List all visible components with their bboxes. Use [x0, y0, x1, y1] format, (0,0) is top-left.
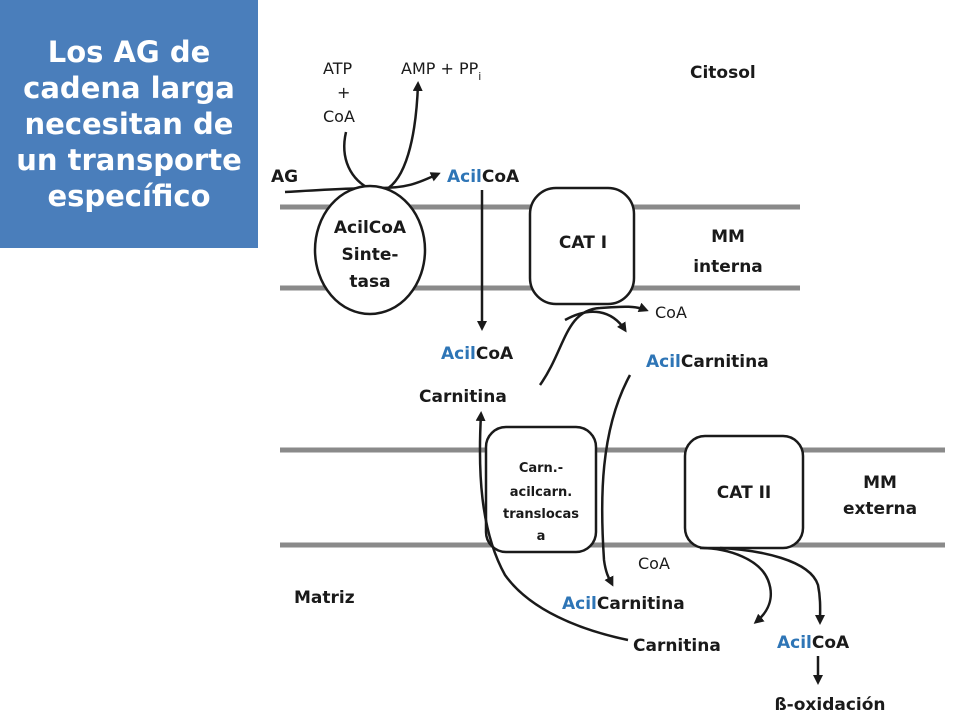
plus-label: + [337, 83, 350, 102]
synthetase-label-2: Sinte- [342, 245, 399, 265]
carnitina-outward-arrow [475, 411, 629, 642]
mm-externa-label-2: externa [843, 499, 917, 519]
cat1-coa-arrow [538, 302, 649, 386]
cat1-acilcarnitina-arrow [564, 310, 627, 333]
coa-top-label: CoA [323, 107, 355, 126]
matriz-label: Matriz [294, 588, 355, 608]
mm-interna-label-1: MM [711, 227, 745, 247]
acilcoa-bottom-label: AcilCoA [777, 633, 850, 653]
title-text: Los AG de cadena larga necesitan de un t… [16, 34, 242, 214]
title-line: necesitan de [24, 107, 234, 141]
translocase-label-4: a [537, 529, 546, 544]
title-box: Los AG de cadena larga necesitan de un t… [0, 0, 258, 248]
acilcoa-mid-label: AcilCoA [441, 344, 514, 364]
synthetase-label-3: tasa [349, 272, 390, 292]
translocase-label-2: acilcarn. [510, 485, 572, 500]
synthetase-label-1: AcilCoA [334, 218, 407, 238]
beta-oxidation-label: ß-oxidación [774, 695, 885, 715]
cat2-carnitina-arrow [699, 546, 773, 624]
title-line: específico [47, 179, 211, 213]
carnitina-mid-label: Carnitina [419, 387, 507, 407]
translocase-label-3: translocas [503, 507, 579, 522]
citosol-label: Citosol [690, 63, 756, 83]
acilcarnitina-bottom-label: AcilCarnitina [562, 594, 685, 614]
mm-interna-label-2: interna [693, 257, 763, 277]
mm-externa-label-1: MM [863, 473, 897, 493]
carnitina-bottom-label: Carnitina [633, 636, 721, 656]
atp-coa-input-curve [343, 131, 373, 192]
acilcarnitina-mid-label: AcilCarnitina [646, 352, 769, 372]
acilcarnitina-inward-arrow [600, 374, 632, 587]
atp-label: ATP [323, 59, 352, 78]
title-line: Los AG de [47, 35, 211, 69]
acilcoa-top-label: AcilCoA [447, 167, 520, 187]
translocase-label-1: Carn.- [519, 461, 563, 476]
cat2-enzyme [683, 434, 805, 550]
acilcoa-synthetase [313, 184, 427, 316]
coa-cat2-label: CoA [638, 554, 670, 573]
cat1-enzyme [528, 186, 636, 306]
cat2-label: CAT II [717, 483, 771, 503]
cat2-acilcoa-arrow [719, 546, 826, 625]
cat1-label: CAT I [559, 233, 607, 253]
amp-output-arrow [384, 81, 423, 192]
title-line: un transporte [16, 143, 242, 177]
translocase [484, 425, 598, 554]
ag-label: AG [271, 167, 298, 187]
amp-label: AMP + PPi [401, 59, 481, 83]
coa-cat1-label: CoA [655, 303, 687, 322]
title-line: cadena larga [23, 71, 235, 105]
